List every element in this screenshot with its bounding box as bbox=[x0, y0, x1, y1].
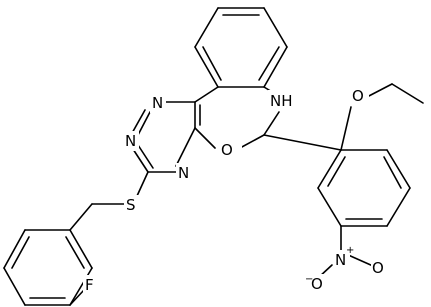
nitro-negative-charge: − bbox=[305, 274, 313, 285]
atom-n3: N bbox=[178, 164, 189, 182]
atom-n1: N bbox=[152, 94, 163, 112]
nitro-positive-charge: + bbox=[346, 245, 354, 256]
atom-o-ether: O bbox=[352, 87, 364, 105]
bonds bbox=[3, 7, 424, 306]
atom-o-nitro-right: O bbox=[372, 259, 384, 277]
atom-n2: N bbox=[125, 132, 136, 150]
atom-nh: NH bbox=[270, 92, 293, 110]
atom-f: F bbox=[85, 276, 94, 294]
atom-n-nitro: N bbox=[335, 251, 346, 269]
atom-o-ring: O bbox=[221, 141, 233, 159]
atom-s: S bbox=[126, 196, 136, 214]
atom-o-nitro-left: O bbox=[311, 275, 323, 293]
atom-labels: O O NH N N N S F N + O − O bbox=[83, 86, 387, 295]
